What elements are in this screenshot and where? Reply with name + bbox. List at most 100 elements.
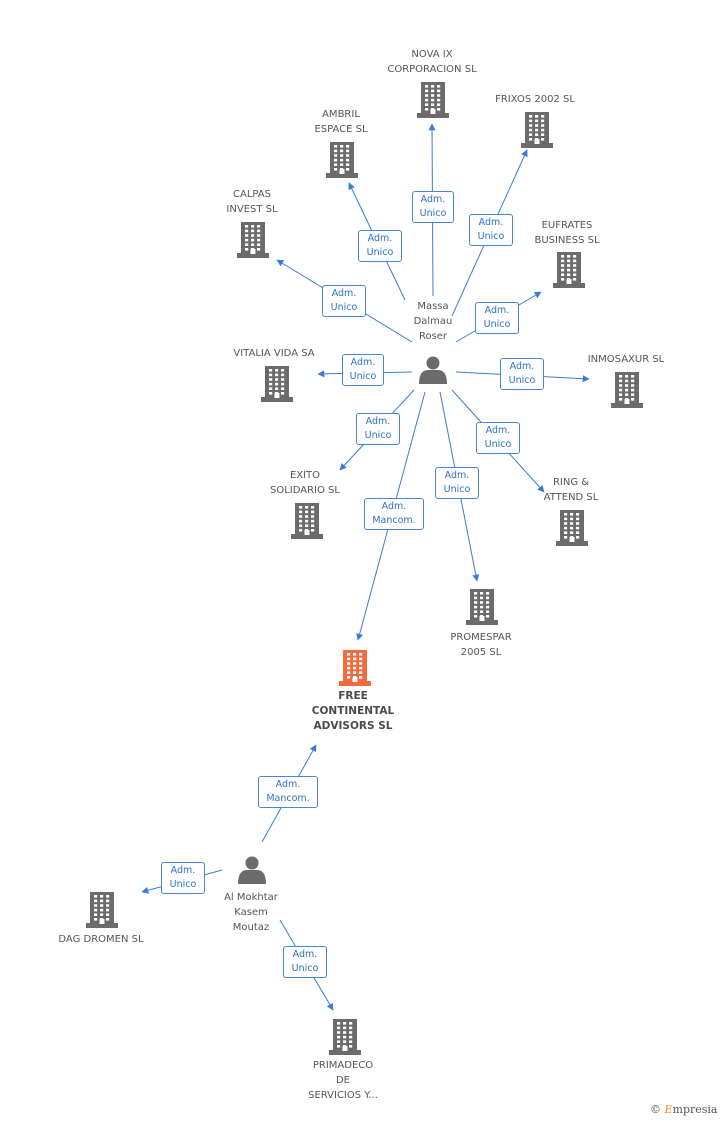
role-badge-line: Adm. [350,357,376,368]
role-badge-massa-promespar[interactable]: Adm. Unico [435,467,479,499]
node-label-line: ATTEND SL [543,492,599,503]
building-icon[interactable] [521,112,553,148]
role-badge-line: Unico [508,375,536,386]
building-icon[interactable] [556,510,588,546]
role-badge-massa-nova[interactable]: Adm. Unico [412,191,454,223]
node-label-promespar[interactable]: PROMESPAR 2005 SL [436,630,526,660]
node-label-line: Moutaz [232,922,270,933]
node-label-line: CALPAS [233,189,271,200]
person-icon[interactable] [238,856,266,885]
role-badge-line: Unico [419,208,447,219]
node-label-line: Kasem [234,907,268,918]
building-icon[interactable] [417,82,449,118]
role-badge-line: Unico [349,371,377,382]
node-label-line: AMBRIL [322,109,360,120]
role-badge-line: Adm. [420,194,446,205]
role-badge-massa-calpas[interactable]: Adm.Unico [322,285,366,317]
role-badge-line: Adm. [485,425,511,436]
node-label-line: ESPACE SL [314,124,368,135]
role-badge-line: Unico [364,430,392,441]
nodes-layer [86,82,643,1055]
node-label-line: BUSINESS SL [534,235,600,246]
node-label-inmosaxur[interactable]: INMOSAXUR SL [576,352,676,367]
role-badge-mokhtar-dag[interactable]: Adm.Unico [161,862,205,894]
node-label-line: VITALIA VIDA SA [233,348,315,359]
role-badge-line: Adm. [292,949,318,960]
building-icon[interactable] [86,892,118,928]
building-icon[interactable] [553,252,585,288]
role-badge-massa-inmosaxur[interactable]: Adm. Unico [500,358,544,390]
node-label-frixos[interactable]: FRIXOS 2002 SL [485,92,585,107]
building-icon[interactable] [291,503,323,539]
person-icon[interactable] [419,356,447,385]
brand-initial: E [664,1103,673,1116]
role-badge-line: Unico [366,247,394,258]
node-label-line: PRIMADECO [312,1060,374,1071]
role-badge-line: Unico [291,963,319,974]
focus-building-icon[interactable] [339,650,371,686]
building-icon[interactable] [466,589,498,625]
role-badge-line: Adm. [509,361,535,372]
node-label-line: DE [335,1075,351,1086]
node-label-line: Massa [417,301,449,312]
node-label-ambril[interactable]: AMBRIL ESPACE SL [296,107,386,137]
node-label-primadeco[interactable]: PRIMADECO DE SERVICIOS Y... [293,1058,393,1103]
node-label-line: SOLIDARIO SL [270,485,340,496]
node-label-nova[interactable]: NOVA IX CORPORACION SL [377,47,487,77]
node-label-line: Roser [418,331,448,342]
role-badge-mokhtar-free[interactable]: Adm. Mancom. [258,776,318,808]
role-badge-line: Adm. [381,501,407,512]
role-badge-line: Adm. [365,416,391,427]
role-badge-massa-free[interactable]: Adm. Mancom. [364,498,424,530]
empresia-watermark[interactable]: © Empresia [650,1103,718,1116]
building-icon[interactable] [237,222,269,258]
role-badge-line: Unico [477,231,505,242]
node-label-line: INVEST SL [226,204,278,215]
building-icon[interactable] [329,1019,361,1055]
node-label-line: RING & [552,477,590,488]
building-icon[interactable] [261,366,293,402]
node-label-eufrates[interactable]: EUFRATES BUSINESS SL [517,218,617,248]
node-label-line: INMOSAXUR SL [587,354,665,365]
node-label-line: ADVISORS SL [313,720,393,732]
role-badge-line: Adm. [484,305,510,316]
role-badge-massa-frixos[interactable]: Adm. Unico [469,214,513,246]
role-badge-line: Adm. [331,288,357,299]
node-label-calpas[interactable]: CALPAS INVEST SL [207,187,297,217]
role-badge-line: Unico [484,439,512,450]
role-badge-line: Adm. [367,233,393,244]
role-badge-massa-exito[interactable]: Adm. Unico [356,413,400,445]
node-label-line: PROMESPAR [450,632,512,643]
node-label-dag[interactable]: DAG DROMEN SL [46,932,156,947]
role-badge-massa-eufrates[interactable]: Adm.Unico [475,302,519,334]
node-label-line: FRIXOS 2002 SL [495,94,575,105]
role-badge-massa-ring[interactable]: Adm. Unico [476,422,520,454]
building-icon[interactable] [611,372,643,408]
role-badge-line: Adm. [275,779,301,790]
role-badge-line: Unico [443,484,471,495]
role-badge-line: Adm. [478,217,504,228]
role-badge-massa-vitalia[interactable]: Adm. Unico [342,354,384,386]
node-label-line: 2005 SL [460,647,502,658]
building-icon[interactable] [326,142,358,178]
node-label-line: Al Mokhtar [224,892,278,903]
node-label-ring[interactable]: RING & ATTEND SL [526,475,616,505]
role-badge-line: Mancom. [266,793,310,804]
node-label-line: Dalmau [413,316,453,327]
node-label-line: NOVA IX [411,49,453,60]
role-badge-massa-ambril[interactable]: Adm. Unico [358,230,402,262]
node-label-line: EUFRATES [541,220,593,231]
brand-name: mpresia [672,1103,718,1116]
role-badge-line: Adm. [444,470,470,481]
node-label-line: CORPORACION SL [387,64,477,75]
role-badge-mokhtar-primadeco[interactable]: Adm. Unico [283,946,327,978]
node-label-line: SERVICIOS Y... [308,1090,378,1101]
node-label-line: FREE [338,690,368,702]
role-badge-line: Mancom. [372,515,416,526]
node-label-vitalia[interactable]: VITALIA VIDA SA [219,346,329,361]
